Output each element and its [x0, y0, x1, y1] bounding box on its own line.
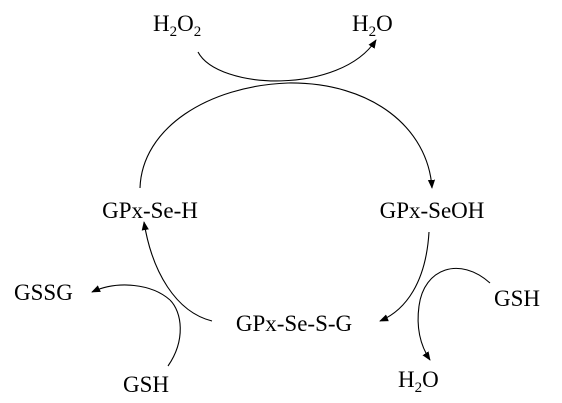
cycle-upper-arc	[139, 82, 436, 189]
left-product-gssg: GSSG	[14, 280, 73, 305]
top-reactant-hydrogen-peroxide: H2O2	[153, 11, 201, 40]
node-gpx-se-h: GPx-Se-H	[102, 198, 198, 223]
right-input-gsh: GSH	[494, 286, 540, 311]
cycle-left-arc	[141, 221, 213, 322]
cycle-right-arc	[379, 231, 430, 322]
node-gpx-se-s-g: GPx-Se-S-G	[236, 311, 352, 336]
right-product-water: H2O	[398, 367, 439, 396]
top-product-water: H2O	[352, 11, 393, 40]
right-gsh-input-arc	[418, 267, 491, 307]
left-gssg-output-arc	[91, 284, 171, 301]
right-water-output-arc	[417, 305, 431, 361]
left-input-gsh: GSH	[123, 372, 169, 397]
node-gpx-seoh: GPx-SeOH	[380, 198, 485, 223]
top-reaction-arc	[197, 39, 377, 82]
left-gsh-input-arc	[167, 299, 181, 367]
